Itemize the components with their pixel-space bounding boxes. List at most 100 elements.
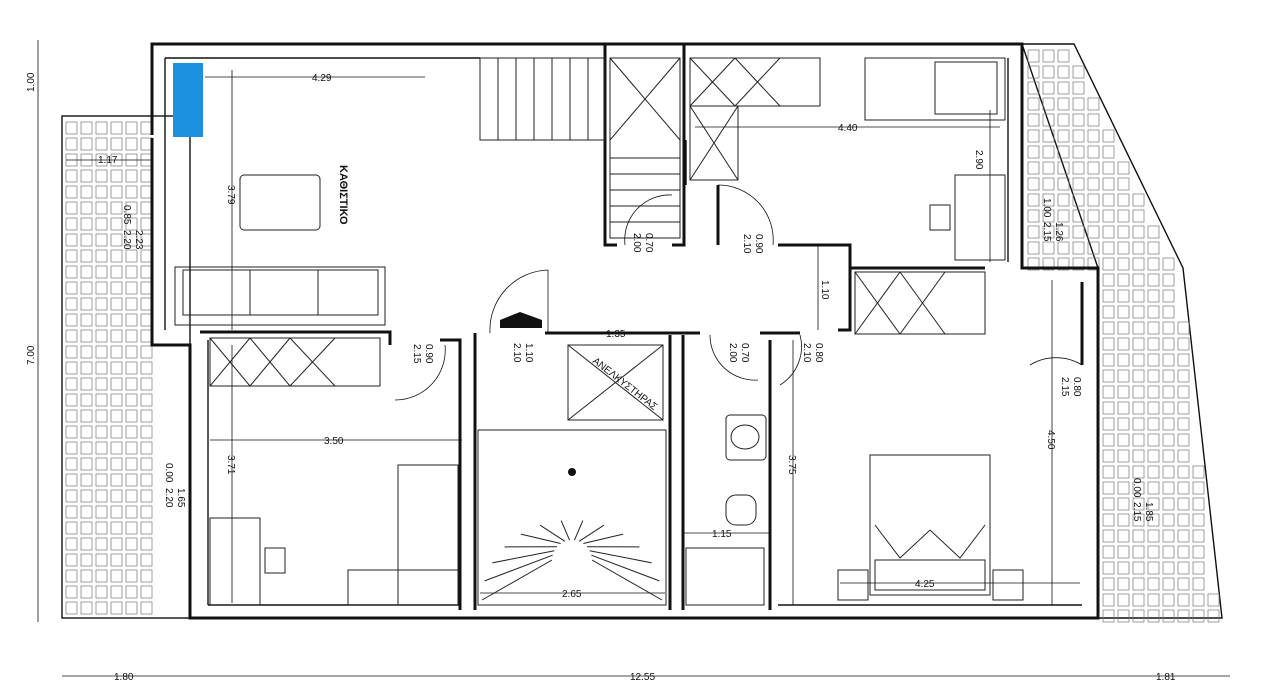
wardrobes [209, 57, 986, 387]
win-right-top-0: 1.00 [1041, 198, 1052, 218]
floor-tile [140, 377, 153, 391]
floor-tile [1042, 209, 1055, 223]
floor-tile [1147, 337, 1160, 351]
floor-tile [65, 409, 78, 423]
floor-tile [1102, 401, 1115, 415]
dim-left-room-width: 3.50 [324, 436, 344, 447]
floor-tile [1027, 225, 1040, 239]
dim-top-living: 4.29 [312, 73, 332, 84]
floor-tile [140, 489, 153, 503]
floor-tile [1177, 561, 1190, 575]
floor-tile [1132, 273, 1145, 287]
floor-tile [1102, 529, 1115, 543]
floor-tile [1162, 561, 1175, 575]
floor-tile [1102, 161, 1115, 175]
floor-tile [80, 185, 93, 199]
win-right-bot-1: 1.85 [1143, 502, 1154, 522]
floor-tile [80, 265, 93, 279]
floor-tile [1027, 49, 1040, 63]
floor-tile [95, 377, 108, 391]
floor-tile [1117, 305, 1130, 319]
floor-tile [125, 441, 138, 455]
floor-tile [1132, 321, 1145, 335]
floor-tile [1042, 241, 1055, 255]
floor-tile [1132, 225, 1145, 239]
floor-tile [1027, 145, 1040, 159]
floor-tile [95, 185, 108, 199]
floor-tile [125, 361, 138, 375]
floor-tile [110, 601, 123, 615]
floor-tile [80, 281, 93, 295]
floor-tile [1027, 65, 1040, 79]
floor-tile [1102, 193, 1115, 207]
floor-tile [1117, 321, 1130, 335]
dim-bath-height: 3.75 [786, 455, 797, 475]
floor-tile [1102, 449, 1115, 463]
floor-tile [1192, 513, 1205, 527]
floor-tile [80, 601, 93, 615]
floor-tile [1147, 449, 1160, 463]
interior-walls [200, 44, 1084, 610]
floor-tile [1027, 193, 1040, 207]
floor-tile [1132, 545, 1145, 559]
floor-tile [125, 297, 138, 311]
floor-tile [110, 217, 123, 231]
floor-tile [1027, 81, 1040, 95]
floor-tile [1102, 433, 1115, 447]
floor-tile [1027, 129, 1040, 143]
floor-tile [125, 281, 138, 295]
floor-tile [110, 169, 123, 183]
floor-tile [65, 601, 78, 615]
floor-tile [1027, 209, 1040, 223]
floor-tile [1027, 257, 1040, 271]
elevator [567, 344, 664, 421]
floor-tile [1117, 545, 1130, 559]
floor-tile [80, 569, 93, 583]
floor-tile [1192, 465, 1205, 479]
dim-top-right: 4.40 [838, 123, 858, 134]
floor-tile [1057, 193, 1070, 207]
floor-tile [1192, 593, 1205, 607]
floor-tile [1177, 449, 1190, 463]
left-bedroom-furniture [209, 464, 459, 606]
floor-tile [1102, 513, 1115, 527]
floor-tile [110, 361, 123, 375]
floor-tile [1132, 465, 1145, 479]
floor-tile [1102, 609, 1115, 623]
floor-tile [1117, 241, 1130, 255]
spiral-step [520, 533, 561, 545]
spiral-step [481, 559, 553, 601]
floor-tile [80, 521, 93, 535]
floor-tile [80, 489, 93, 503]
living-room-label: ΚΑΘΙΣΤΙΚΟ [337, 165, 349, 225]
door-bath-top-1: 2.00 [631, 233, 642, 253]
floor-tile [110, 297, 123, 311]
win-left-top-1: 2.23 [133, 230, 144, 250]
opening-tags: 0.85 2.23 2.20 0.00 1.65 2.20 0.90 2.15 … [121, 198, 1154, 522]
spiral-step [492, 550, 555, 564]
floor-tile [80, 473, 93, 487]
floor-tile [110, 329, 123, 343]
floor-tile [1117, 209, 1130, 223]
floor-tile [125, 521, 138, 535]
win-left-bot-2: 2.20 [163, 488, 174, 508]
floor-tile [1132, 497, 1145, 511]
floor-tile [95, 345, 108, 359]
floor-tile [65, 585, 78, 599]
floor-tile [95, 553, 108, 567]
floor-tile [1072, 81, 1085, 95]
door-stair-0: 1.10 [523, 343, 534, 363]
floor-tile [1102, 417, 1115, 431]
floor-tile [1147, 225, 1160, 239]
floor-tile [1177, 353, 1190, 367]
floor-tile [110, 537, 123, 551]
floor-tile [1192, 497, 1205, 511]
floor-tile [1087, 129, 1100, 143]
floor-tile [1162, 337, 1175, 351]
floor-tile [1177, 513, 1190, 527]
floor-tile [1147, 401, 1160, 415]
floor-tile [80, 201, 93, 215]
floor-tile [125, 265, 138, 279]
floor-tile [140, 441, 153, 455]
right-terrace [1021, 43, 1223, 623]
